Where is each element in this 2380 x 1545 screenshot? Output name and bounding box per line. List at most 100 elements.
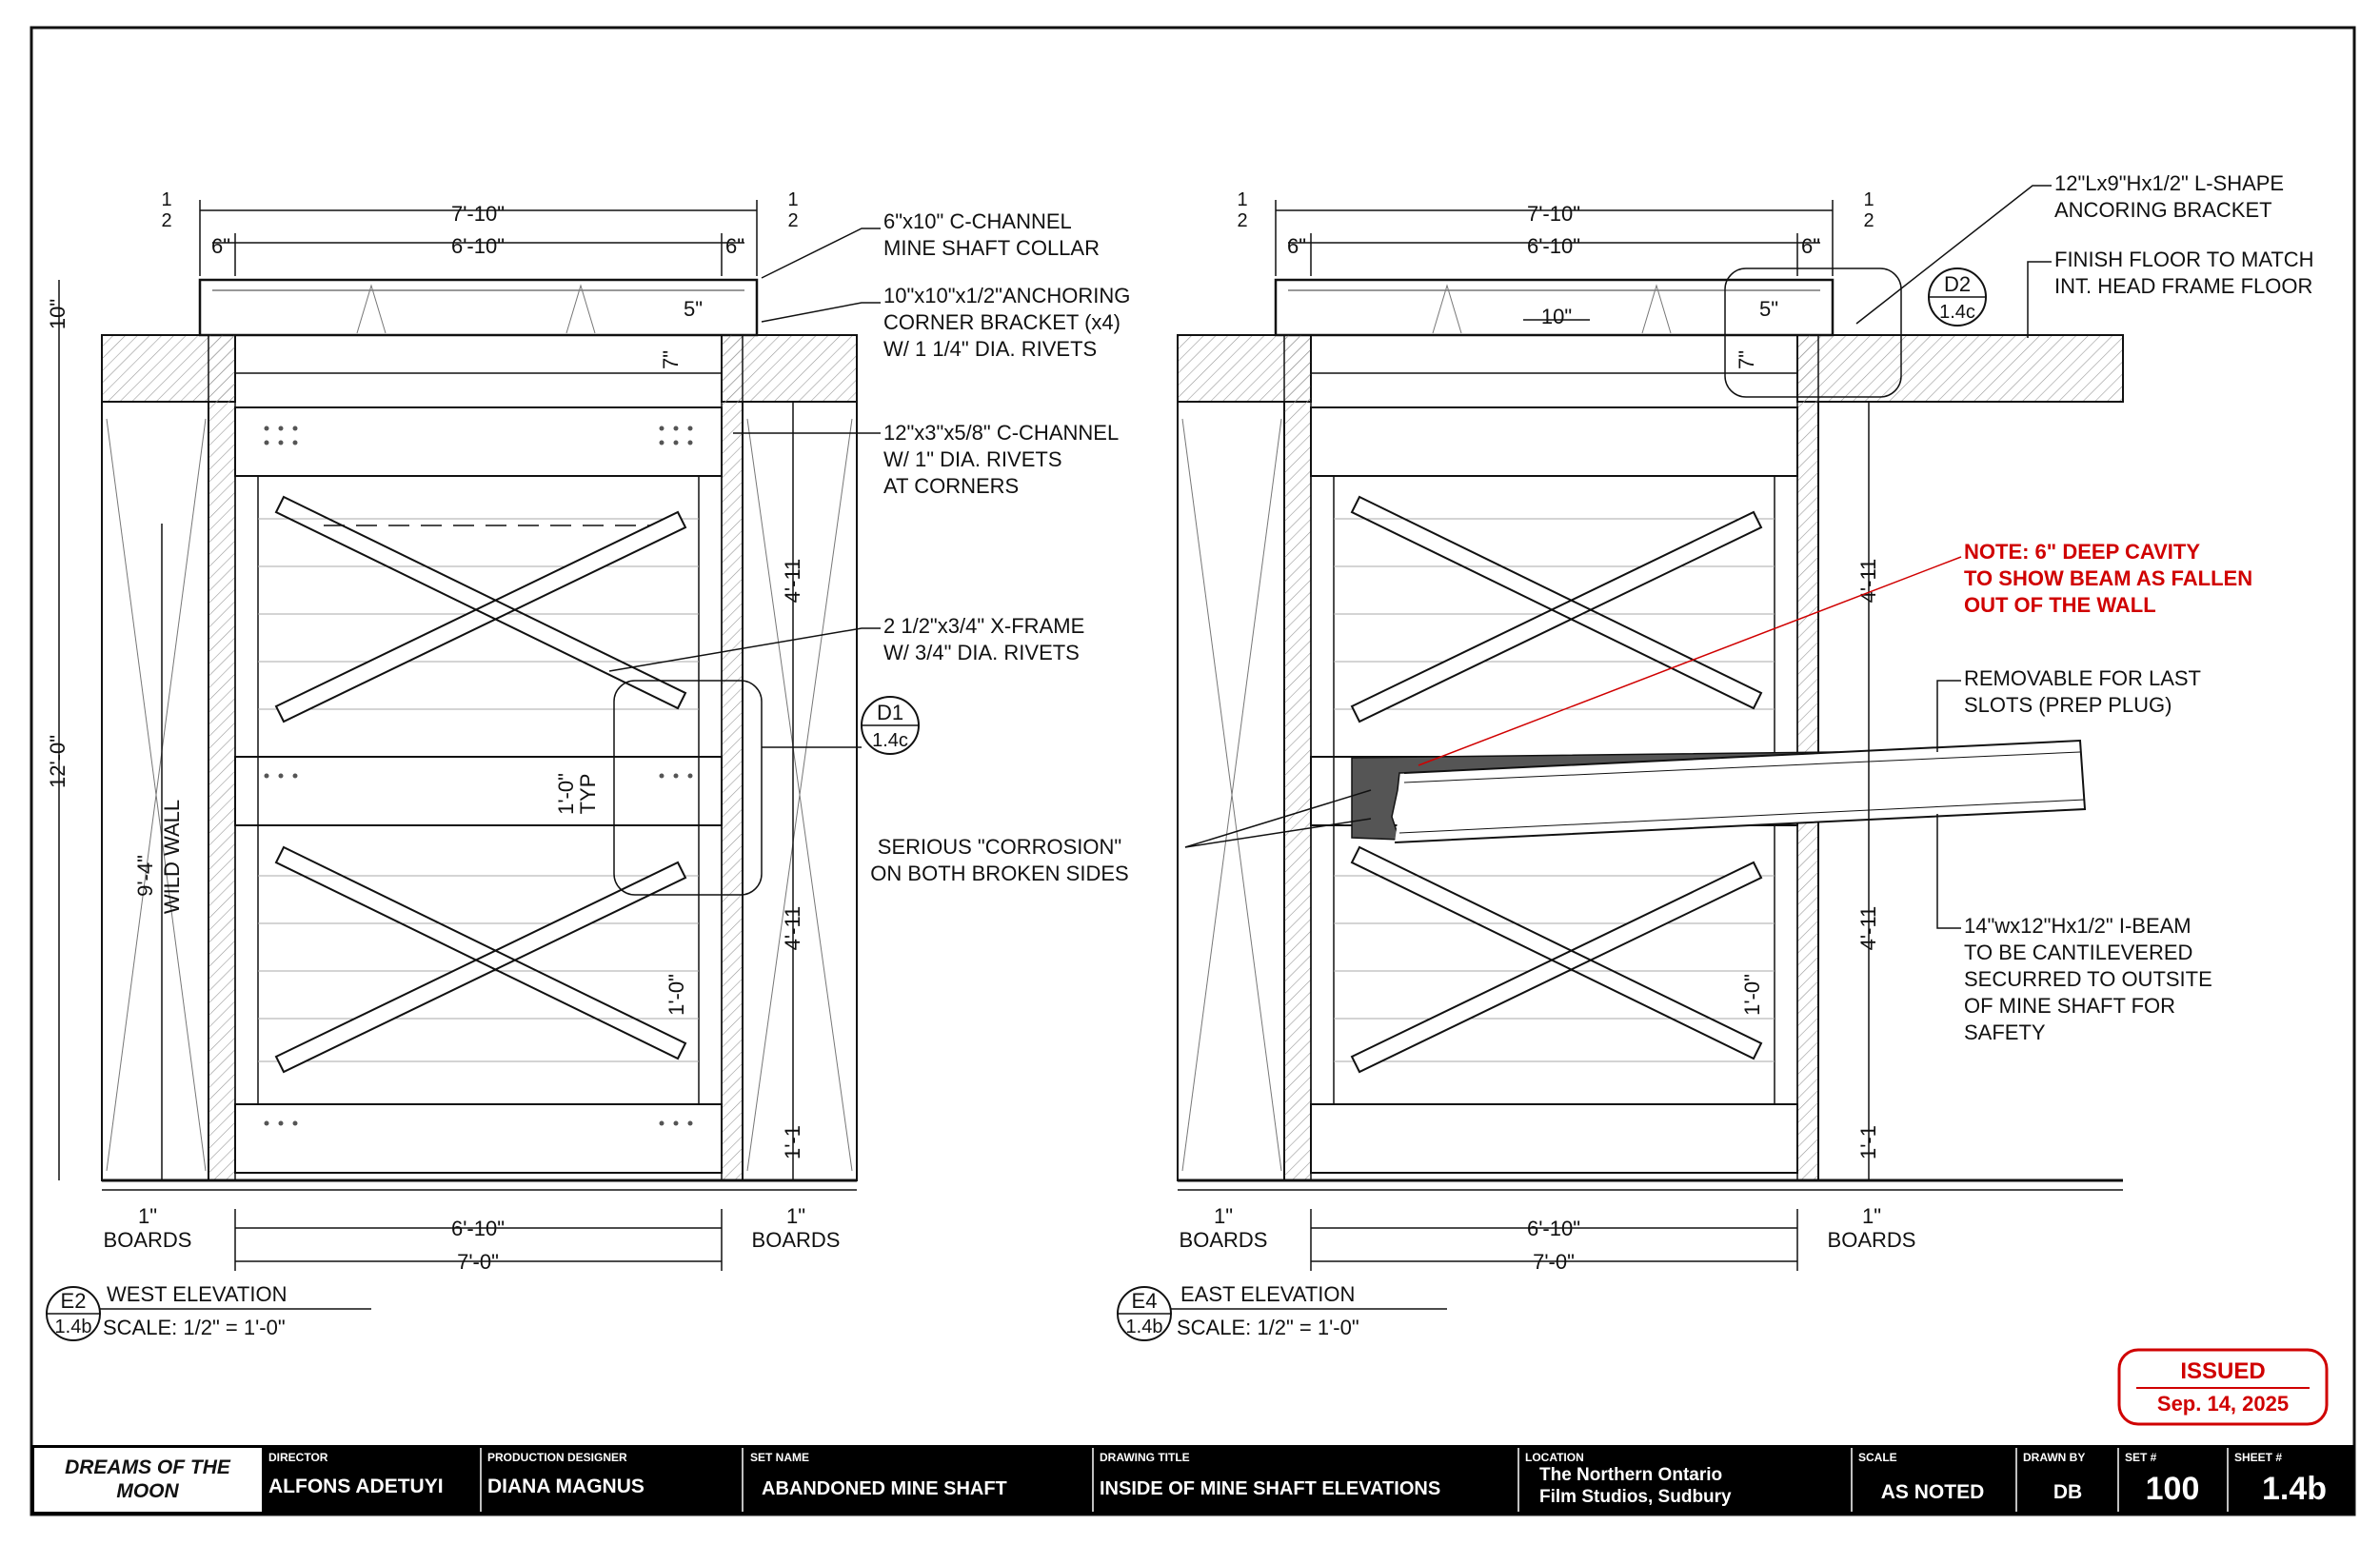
dim-boards-l: 1" xyxy=(138,1204,157,1228)
note-corrosion-2: ON BOTH BROKEN SIDES xyxy=(870,862,1128,885)
wall-right-top xyxy=(1796,334,2124,403)
tb-sheet: 1.4b xyxy=(2262,1471,2327,1507)
tb-drawingtitle: INSIDE OF MINE SHAFT ELEVATIONS xyxy=(1100,1478,1440,1499)
wall-right-top xyxy=(721,334,858,403)
project-name-1: DREAMS OF THE xyxy=(65,1456,231,1478)
stamp-line2: Sep. 14, 2025 xyxy=(2157,1392,2289,1416)
label-boards-l: BOARDS xyxy=(1180,1228,1268,1252)
dim-six-left: 6" xyxy=(1287,234,1306,258)
label-typ: TYP xyxy=(576,774,600,815)
tb-location-1: The Northern Ontario xyxy=(1539,1465,1722,1485)
dim-inner-top: 6'-10" xyxy=(451,234,505,258)
note-channel-1: 12"x3"x5/8" C-CHANNEL xyxy=(883,421,1119,445)
note-ibeam-4: OF MINE SHAFT FOR xyxy=(1964,994,2175,1018)
dim-one-ft: 1'-0" xyxy=(1740,974,1764,1016)
detail-cloud xyxy=(613,680,763,896)
red-note-3: OUT OF THE WALL xyxy=(1964,593,2156,617)
project-name-2: MOON xyxy=(116,1480,179,1502)
detail-tag-id: D1 xyxy=(877,701,903,724)
dim-typ: 1'-0" xyxy=(554,773,578,815)
note-bracket-1: 10"x10"x1/2"ANCHORING xyxy=(883,284,1130,307)
note-bracket-2: CORNER BRACKET (x4) xyxy=(883,310,1121,334)
tb-drawnby: DB xyxy=(2053,1481,2082,1503)
dim-six-right: 6" xyxy=(1801,234,1820,258)
tb-designer: DIANA MAGNUS xyxy=(487,1476,645,1497)
label-wild-wall: WILD WALL xyxy=(160,800,184,914)
note-collar-1: 6"x10" C-CHANNEL xyxy=(883,209,1072,233)
cantilever-i-beam xyxy=(1394,739,2087,843)
elev-tag-sheet: 1.4b xyxy=(1126,1317,1163,1337)
label-boards-r: BOARDS xyxy=(752,1228,841,1252)
shaft-collar xyxy=(198,278,759,337)
dim-bottom-overall: 7'-0" xyxy=(1533,1250,1575,1274)
label-boards-r: BOARDS xyxy=(1828,1228,1916,1252)
tb-location-head: LOCATION xyxy=(1525,1451,1584,1464)
tb-setname-head: SET NAME xyxy=(750,1451,809,1464)
dim-half-num-r: 1 xyxy=(1863,189,1874,210)
dim-boards-l: 1" xyxy=(1214,1204,1233,1228)
note-floor-2: INT. HEAD FRAME FLOOR xyxy=(2054,274,2312,298)
detail-tag-sheet: 1.4c xyxy=(1939,302,1975,323)
note-channel-2: W/ 1" DIA. RIVETS xyxy=(883,447,1062,471)
dim-half-den-l: 2 xyxy=(1237,210,1247,231)
label-boards-l: BOARDS xyxy=(104,1228,192,1252)
tb-drawnby-head: DRAWN BY xyxy=(2023,1451,2085,1464)
dim-five: 5" xyxy=(1759,297,1778,321)
dim-lower-bay: 4'-11 xyxy=(1856,906,1880,951)
dim-half-num-l: 1 xyxy=(161,189,171,210)
note-channel-3: AT CORNERS xyxy=(883,474,1019,498)
dim-half-den-r: 2 xyxy=(1863,210,1874,231)
dim-upper-bay: 4'-11 xyxy=(781,559,804,604)
tb-director-head: DIRECTOR xyxy=(268,1451,328,1464)
dim-half-num-r: 1 xyxy=(787,189,798,210)
note-floor-1: FINISH FLOOR TO MATCH xyxy=(2054,248,2314,271)
dim-six-left: 6" xyxy=(211,234,230,258)
note-ibeam-1: 14"wx12"Hx1/2" I-BEAM xyxy=(1964,914,2192,938)
tb-setno: 100 xyxy=(2146,1471,2200,1507)
dim-half-den-r: 2 xyxy=(787,210,798,231)
note-ibeam-2: TO BE CANTILEVERED xyxy=(1964,941,2192,964)
dim-bottom-gap: 1'-1 xyxy=(781,1125,804,1159)
x-frame xyxy=(1350,495,1763,1074)
elev-tag-id: E2 xyxy=(61,1289,87,1313)
x-frame xyxy=(274,495,687,1074)
tb-location-2: Film Studios, Sudbury xyxy=(1539,1487,1732,1507)
note-corrosion-1: SERIOUS "CORROSION" xyxy=(878,835,1121,859)
note-ibeam-5: SAFETY xyxy=(1964,1020,2046,1044)
dim-ten: 10" xyxy=(46,299,69,329)
tb-designer-head: PRODUCTION DESIGNER xyxy=(487,1451,627,1464)
note-xframe-2: W/ 3/4" DIA. RIVETS xyxy=(883,641,1080,664)
tb-scale-head: SCALE xyxy=(1858,1451,1897,1464)
tb-scale: AS NOTED xyxy=(1881,1481,1985,1503)
note-bracket-3: W/ 1 1/4" DIA. RIVETS xyxy=(883,337,1097,361)
dim-five: 5" xyxy=(684,297,703,321)
elevation-scale: SCALE: 1/2" = 1'-0" xyxy=(103,1316,286,1339)
red-note-2: TO SHOW BEAM AS FALLEN xyxy=(1964,566,2252,590)
tb-sheet-head: SHEET # xyxy=(2234,1451,2282,1464)
dim-half-den-l: 2 xyxy=(161,210,171,231)
detail-tag-sheet: 1.4c xyxy=(872,730,908,751)
dim-boards-r: 1" xyxy=(1862,1204,1881,1228)
issued-stamp: ISSUED Sep. 14, 2025 xyxy=(2117,1348,2329,1426)
wall-right xyxy=(742,401,858,1181)
east-elevation: 7'-10" 6'-10" 6" 6" 1 2 1 2 10" 5" 7" 4'… xyxy=(870,171,2314,1341)
dim-twelve-ft: 12'-0" xyxy=(46,735,69,788)
dim-overall-top: 7'-10" xyxy=(451,202,505,226)
dim-overall-top: 7'-10" xyxy=(1527,202,1580,226)
dim-six-right: 6" xyxy=(725,234,744,258)
tb-drawingtitle-head: DRAWING TITLE xyxy=(1100,1451,1190,1464)
tb-setname: ABANDONED MINE SHAFT xyxy=(762,1478,1007,1499)
c-channel-bottom xyxy=(1310,1103,1798,1174)
elevation-title: WEST ELEVATION xyxy=(107,1282,287,1306)
note-ibeam-3: SECURRED TO OUTSITE xyxy=(1964,967,2212,991)
detail-tag-id: D2 xyxy=(1944,272,1971,296)
dim-ten: 10" xyxy=(1541,305,1572,328)
c-channel-mid xyxy=(234,756,723,826)
elev-tag-id: E4 xyxy=(1132,1289,1158,1313)
west-elevation: 7'-10" 6'-10" 6" 6" 1 2 1 2 5" 7" 10" 12… xyxy=(46,189,1130,1341)
dim-one-ft: 1'-0" xyxy=(664,974,688,1016)
c-channel-top xyxy=(234,406,723,477)
tb-director: ALFONS ADETUYI xyxy=(268,1476,444,1497)
elevation-title: EAST ELEVATION xyxy=(1180,1282,1355,1306)
